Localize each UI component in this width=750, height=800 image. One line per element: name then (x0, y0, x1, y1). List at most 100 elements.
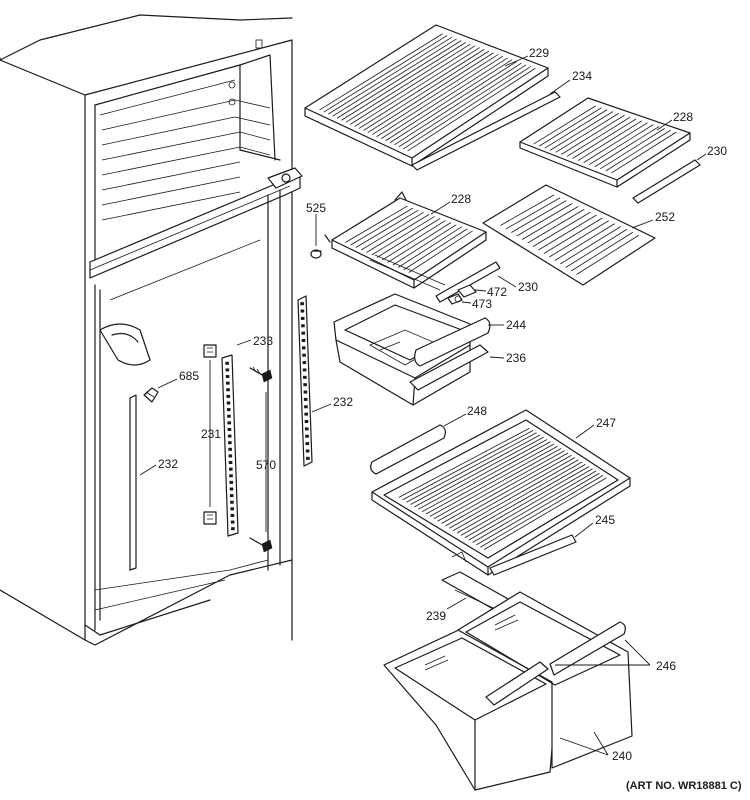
shelf-rib (345, 205, 408, 243)
panel-rib (532, 211, 591, 247)
shelf-rib (566, 116, 631, 157)
callout-236: 236 (506, 351, 526, 365)
shelf-rib (394, 62, 522, 146)
bracket-slot (228, 454, 233, 458)
ladder-slot (301, 331, 306, 335)
shelf-rib (366, 214, 430, 253)
shelf-rib (561, 114, 625, 155)
ladder-slot (303, 383, 307, 387)
shelf-rib (468, 468, 593, 541)
shelf-rib (336, 40, 462, 119)
bracket-slot (225, 368, 230, 372)
callout-233: 233 (253, 334, 273, 348)
shelf-rib (380, 57, 508, 140)
bracket-slot (227, 414, 231, 418)
shelf-rib (577, 120, 642, 161)
shelf-rib (544, 109, 608, 149)
shelf-rib (402, 66, 531, 150)
shelf-rib (367, 52, 494, 133)
shelf-rib (533, 105, 596, 145)
bracket-slot (230, 507, 234, 511)
shelf-rib (550, 111, 614, 151)
shelf-rib (425, 443, 555, 515)
shelf-rib (408, 230, 473, 273)
shelf-rib (371, 216, 435, 256)
panel-rib (560, 226, 621, 265)
shelf-rib (429, 445, 558, 517)
ladder-slot (300, 316, 305, 320)
shelf-rib (464, 466, 590, 539)
bracket-slot (227, 427, 232, 431)
bracket-slot (228, 447, 232, 451)
shelf-rib (350, 45, 476, 125)
callout-230-upper: 230 (707, 144, 727, 158)
shelf-rib (605, 129, 671, 172)
shelf-rib (372, 54, 499, 135)
panel-rib (500, 194, 555, 226)
bracket-slot (226, 394, 231, 398)
trim-245 (489, 534, 577, 576)
shelf-rib (389, 61, 518, 144)
bracket-slot (229, 474, 233, 478)
shelf-rib (319, 33, 443, 111)
panel-rib (521, 206, 579, 240)
shelf-rib (402, 430, 534, 501)
callout-230-lower: 230 (518, 280, 538, 294)
panel-rib (505, 197, 561, 230)
cover-244 (414, 317, 491, 367)
shelf-rib (398, 427, 530, 498)
shelf-rib (414, 436, 544, 508)
bracket-slot (229, 467, 233, 471)
shelf-rib (452, 459, 579, 531)
shelf-rib (449, 457, 576, 529)
bracket-slot (227, 421, 231, 425)
shelf-rib (376, 218, 441, 258)
ladder-slot (305, 442, 310, 446)
shelf-rib (445, 454, 572, 527)
callout-232-right: 232 (333, 395, 353, 409)
shelf-rib (363, 50, 490, 131)
shelf-rib (483, 477, 607, 550)
shelf-rib (350, 207, 414, 246)
panel-rib (516, 203, 573, 237)
part-685 (143, 387, 159, 403)
shelf-rib (360, 211, 424, 251)
callout-525: 525 (306, 201, 326, 215)
shelf-rib (437, 450, 565, 522)
trim-230-upper (632, 159, 701, 204)
shelf-rib (406, 432, 537, 503)
panel-rib (554, 223, 615, 261)
panel-rib (527, 208, 585, 244)
plug-525 (310, 249, 322, 259)
shelf-rib (407, 67, 536, 152)
ladder-slot (304, 412, 309, 416)
callout-685: 685 (179, 369, 199, 383)
ladder-slot (304, 419, 309, 423)
panel-rib (511, 200, 567, 233)
shelf-247 (371, 409, 631, 576)
trim-248 (370, 424, 446, 475)
shelf-rib (476, 472, 600, 546)
screws-570 (249, 366, 273, 553)
callout-245: 245 (595, 513, 615, 527)
ladder-slot (304, 405, 308, 409)
bracket-slot (230, 500, 234, 504)
shelf-rib (600, 128, 665, 170)
leader-lines (139, 55, 707, 756)
panel-rib (549, 220, 609, 258)
bracket-slot (231, 527, 235, 531)
ladder-slot (305, 434, 309, 438)
shelf-rib (472, 470, 597, 543)
shelf-rib (328, 36, 453, 115)
panel-rib (538, 214, 597, 251)
bracket-slot (226, 408, 231, 412)
shelf-rib (392, 224, 457, 266)
ladder-slot (302, 361, 307, 365)
shelf-rib (421, 441, 551, 512)
bracket-slot (229, 494, 234, 498)
shelf-rib (433, 448, 562, 520)
callout-473: 473 (472, 297, 492, 311)
callout-246: 246 (656, 659, 676, 673)
callout-248: 248 (467, 404, 487, 418)
shelf-rib (385, 59, 513, 142)
